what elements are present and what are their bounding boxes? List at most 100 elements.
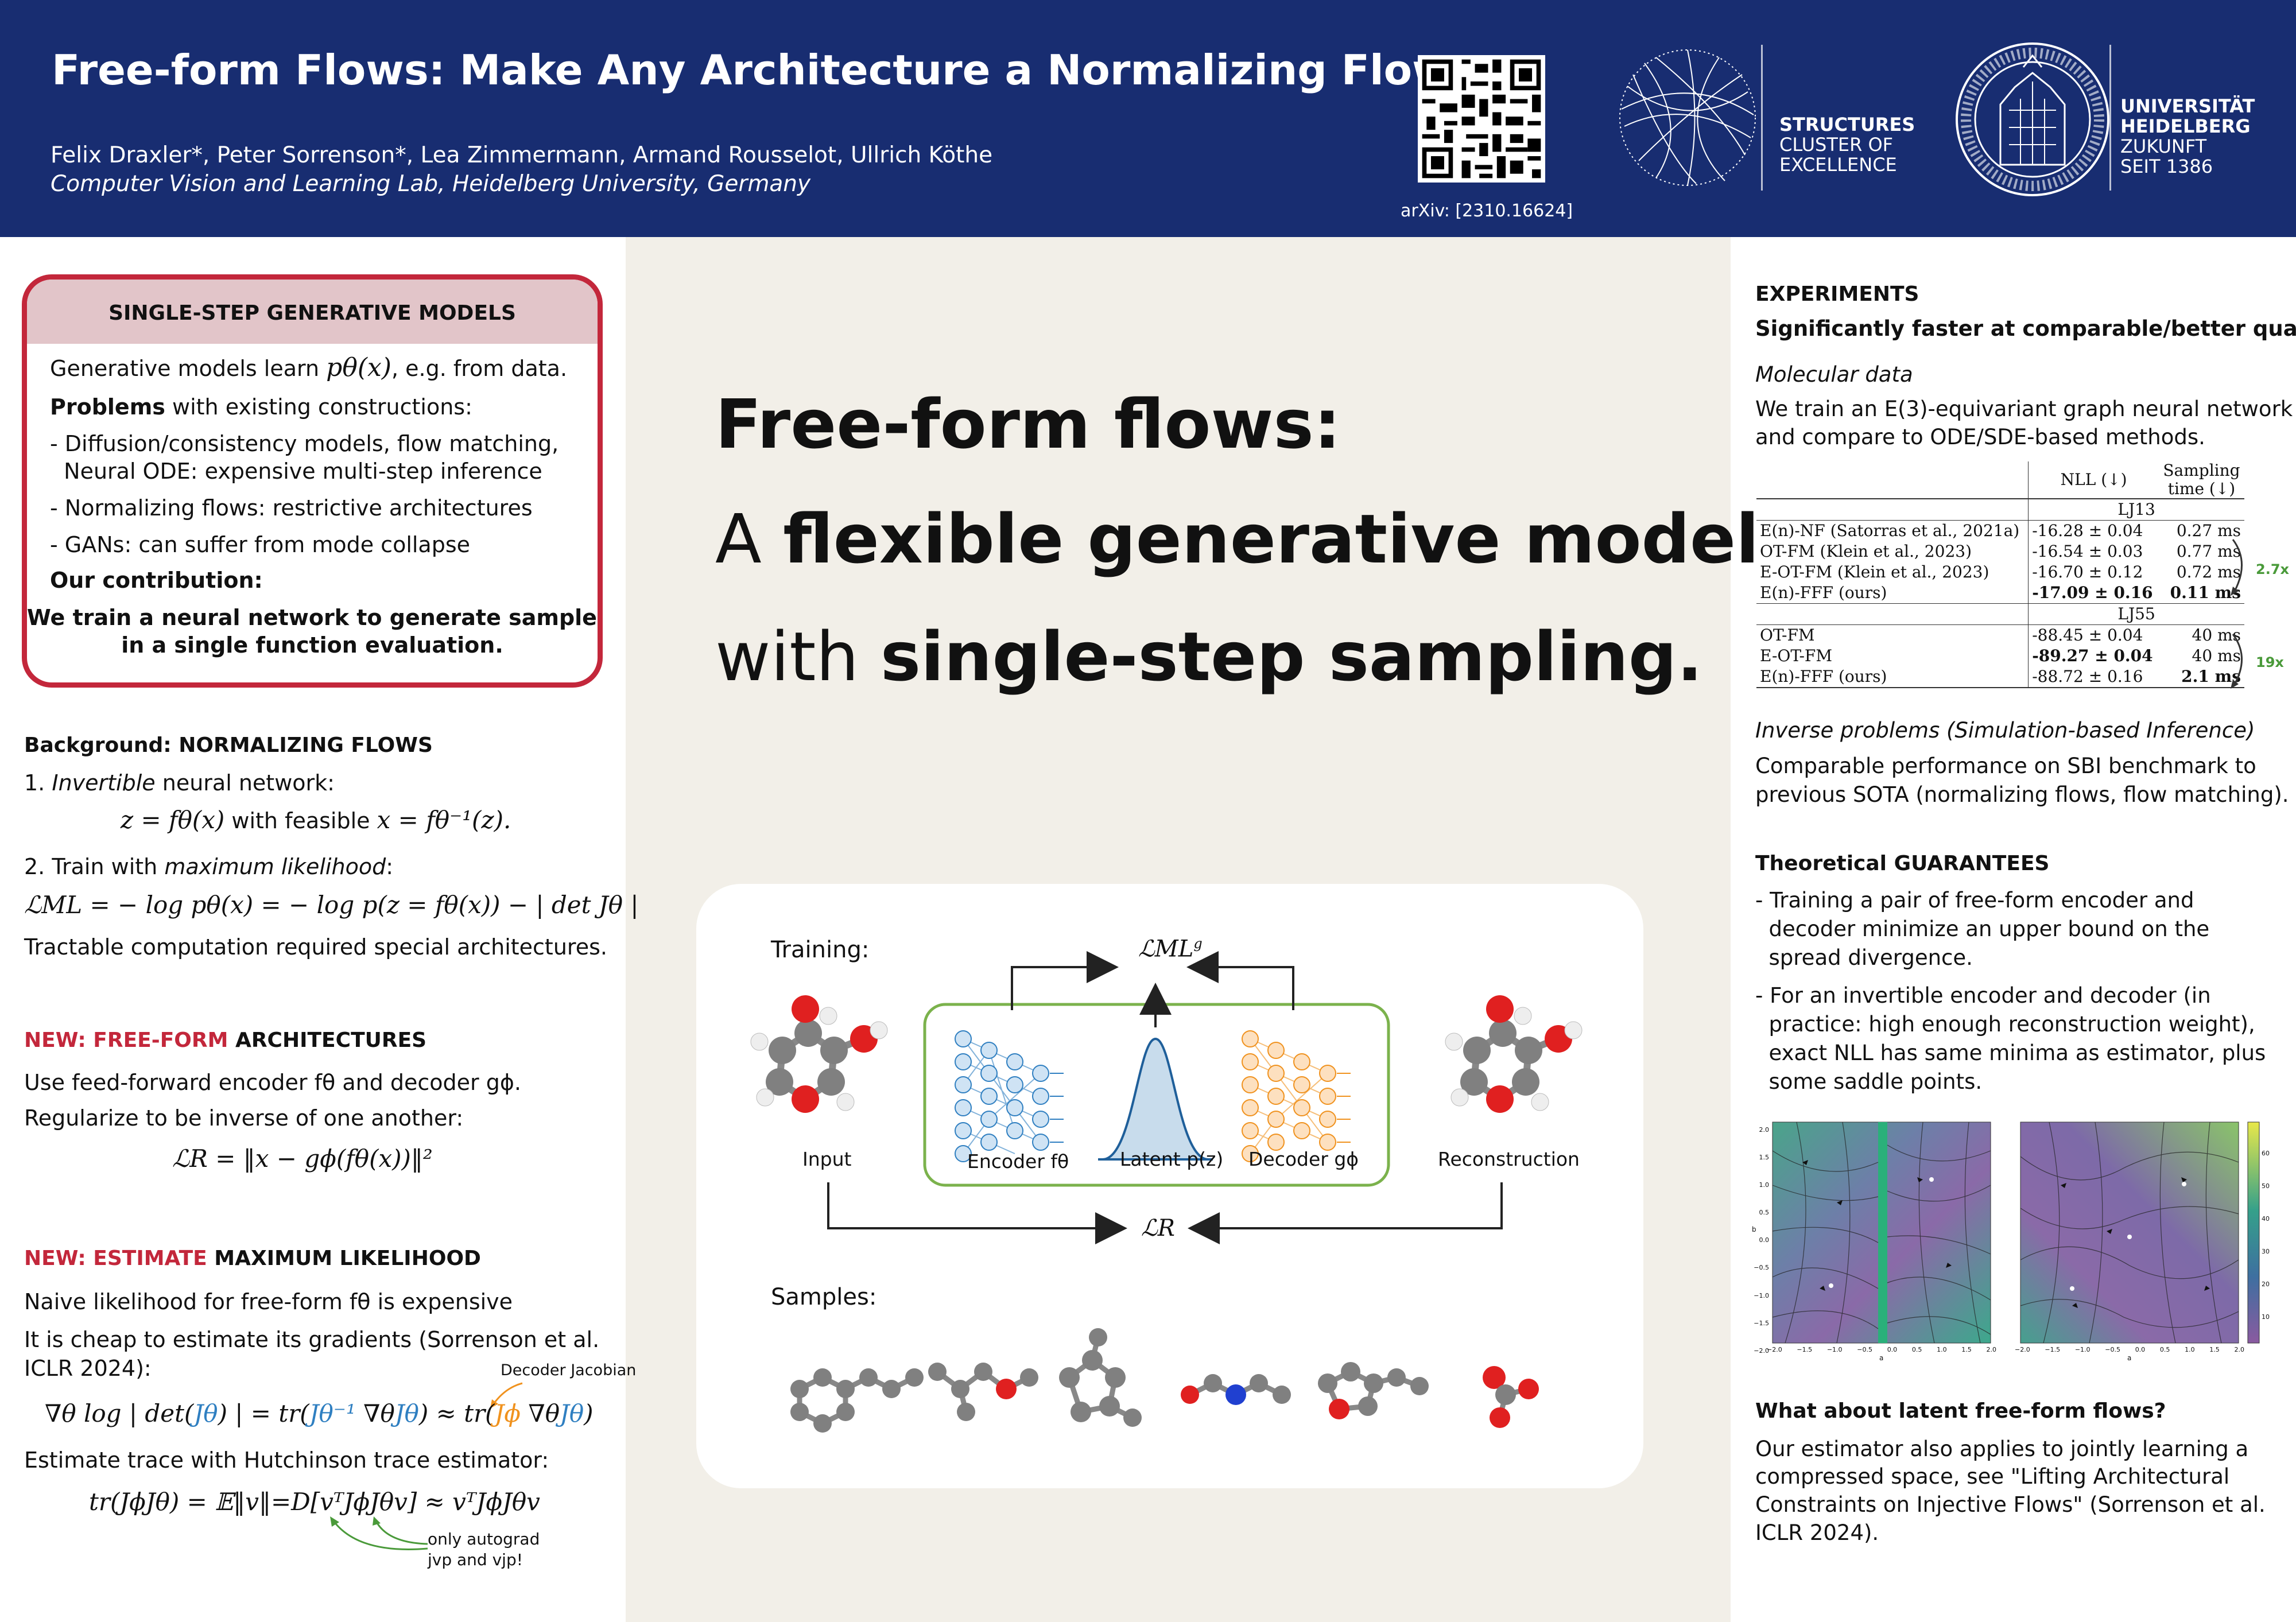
heidelberg-seal-icon	[1956, 42, 2109, 196]
eq-reconstruction-loss: ℒR = ‖x − gϕ(fθ(x))‖²	[172, 1144, 433, 1173]
cbar-tick: 10	[2262, 1313, 2270, 1321]
y-tick: −2.0	[1754, 1347, 1769, 1355]
step1-line: 1. Invertible neural network:	[24, 769, 335, 797]
group-label: LJ55	[2028, 603, 2244, 625]
speedup-lj55: 19x	[2256, 654, 2284, 670]
grad-jtheta3: Jθ	[559, 1399, 584, 1427]
cbar-tick: 50	[2262, 1182, 2270, 1190]
step2-italic: maximum likelihood	[164, 854, 386, 879]
x-tick: 2.0	[1986, 1346, 1997, 1353]
intro-math: pθ(x)	[326, 353, 391, 382]
input-label: Input	[802, 1148, 852, 1170]
background-title-a: Background:	[24, 734, 179, 757]
y-tick: 1.5	[1759, 1154, 1770, 1162]
x-tick: −0.5	[1857, 1346, 1872, 1353]
single-step-title: SINGLE-STEP GENERATIVE MODELS	[108, 301, 516, 325]
eq-hutchinson: tr(JϕJθ) = 𝔼‖v‖=D[vᵀJϕJθv] ≈ vᵀJϕJθv	[89, 1488, 540, 1516]
autograd-arrow-icon	[330, 1516, 428, 1550]
estimate-title-black: MAXIMUM LIKELIHOOD	[207, 1247, 481, 1270]
y-tick-labels: 2.0 1.5 1.0 0.5 0.0 −0.5 −1.0 −1.5 −2.0	[1751, 1116, 1769, 1365]
cbar-tick: 20	[2262, 1280, 2270, 1288]
affiliation: Computer Vision and Learning Lab, Heidel…	[51, 171, 811, 197]
latent-label: Latent p(z)	[1120, 1148, 1224, 1170]
time-cell: 0.77 ms	[2176, 542, 2241, 561]
structures-line1: STRUCTURES	[1779, 114, 1915, 135]
group-lj13: LJ13	[1756, 499, 2244, 521]
contribution-line2: in a single function evaluation.	[121, 632, 503, 658]
group-label: LJ13	[2028, 499, 2244, 521]
landscape-figure	[1772, 1122, 2260, 1344]
y-tick: 1.0	[1759, 1181, 1770, 1189]
method-figure-card: Training:	[696, 884, 1643, 1488]
molecular-line2: and compare to ODE/SDE-based methods.	[1755, 425, 2205, 449]
group-lj55: LJ55	[1756, 603, 2244, 625]
freeform-title-black: ARCHITECTURES	[228, 1029, 427, 1052]
colorbar-ticks: 60 50 40 30 20 10	[2262, 1137, 2270, 1333]
table-row: E(n)-NF (Satorras et al., 2021a)-16.28 ±…	[1756, 520, 2244, 541]
cbar-tick: 40	[2262, 1215, 2270, 1223]
y-tick: 0.0	[1759, 1236, 1770, 1244]
background-title-b: NORMALIZING FLOWS	[179, 734, 433, 757]
estimate-line4: Estimate trace with Hutchinson trace est…	[24, 1448, 549, 1473]
estimate-line2: It is cheap to estimate its gradients (S…	[24, 1327, 600, 1352]
speedup-lj13: 2.7x	[2256, 561, 2289, 577]
encoder-network-icon	[955, 1030, 1064, 1162]
estimate-line3: ICLR 2024):	[24, 1356, 152, 1381]
structures-line3: EXCELLENCE	[1779, 154, 1897, 176]
grad-jtheta: Jθ	[193, 1399, 218, 1427]
encoder-label: Encoder fθ	[967, 1150, 1069, 1173]
latent-line: Our estimator also applies to jointly le…	[1755, 1437, 2249, 1461]
latent-line: Constraints on Injective Flows" (Sorrens…	[1755, 1492, 2266, 1517]
input-molecule-icon	[750, 995, 888, 1113]
problems-rest: with existing constructions:	[165, 394, 472, 420]
step2-b: :	[386, 854, 394, 879]
logo-divider	[1761, 45, 1763, 191]
x-tick: 1.5	[2209, 1346, 2220, 1353]
x-tick: 2.0	[2234, 1346, 2245, 1353]
guarantee-line: decoder minimize an upper bound on the	[1755, 917, 2210, 941]
x-axis-label-right: a	[2127, 1354, 2132, 1362]
structures-network-icon	[1619, 49, 1756, 186]
guarantee-line: exact NLL has same minima as estimator, …	[1755, 1041, 2266, 1065]
nll-cell: -89.27 ± 0.04	[2028, 646, 2159, 666]
single-step-box-header	[27, 280, 598, 344]
x-tick: −2.0	[2015, 1346, 2030, 1353]
x-axis-label-left: a	[1879, 1354, 1884, 1362]
x-tick: 0.0	[1887, 1346, 1898, 1353]
experiments-title: EXPERIMENTS	[1755, 282, 1919, 306]
reconstruction-label: Reconstruction	[1438, 1148, 1580, 1170]
method-cell: E-OT-FM (Klein et al., 2023)	[1760, 562, 1989, 581]
headline-line3-b: single-step sampling.	[880, 617, 1703, 696]
landscape-axes: 2.0 1.5 1.0 0.5 0.0 −0.5 −1.0 −1.5 −2.0 …	[1751, 1116, 2270, 1363]
guarantee-line: - Training a pair of free-form encoder a…	[1755, 888, 2194, 913]
ml-loss-sup: g	[1193, 936, 1203, 952]
heidelberg-line2: HEIDELBERG	[2120, 115, 2251, 137]
structures-logo-text: STRUCTURES CLUSTER OF EXCELLENCE	[1779, 115, 1915, 175]
x-tick: 1.0	[2185, 1346, 2195, 1353]
molecular-line1: We train an E(3)-equivariant graph neura…	[1755, 397, 2293, 421]
autograd-line2: jvp and vjp!	[428, 1550, 523, 1569]
contribution-label: Our contribution:	[50, 568, 263, 593]
method-cell: E(n)-NF (Satorras et al., 2021a)	[1760, 521, 2020, 540]
step1-rest: neural network:	[155, 770, 335, 796]
decoder-jacobian-arrow-icon	[490, 1382, 523, 1408]
x-tick: 0.5	[1911, 1346, 1922, 1353]
intro-tail: , e.g. from data.	[391, 356, 568, 381]
qr-code-icon[interactable]	[1418, 55, 1545, 183]
decoder-jacobian-note: Decoder Jacobian	[501, 1361, 637, 1379]
x-tick: 0.5	[2159, 1346, 2170, 1353]
method-cell: E-OT-FM	[1760, 646, 1832, 665]
method-cell: OT-FM	[1760, 626, 1815, 645]
nll-cell: -16.70 ± 0.12	[2028, 562, 2159, 583]
training-diagram	[750, 951, 1583, 1433]
author-list: Felix Draxler*, Peter Sorrenson*, Lea Zi…	[51, 142, 993, 168]
estimate-title: NEW: ESTIMATE MAXIMUM LIKELIHOOD	[24, 1247, 481, 1270]
x-tick: −1.0	[2074, 1346, 2091, 1353]
eq-gradient-estimate: ∇θ log | det(Jθ) | = tr(Jθ⁻¹ ∇θJθ) ≈ tr(…	[45, 1399, 594, 1427]
y-tick: −1.5	[1754, 1319, 1769, 1327]
experiments-subtitle: Significantly faster at comparable/bette…	[1755, 315, 2296, 343]
x-tick: −1.5	[2045, 1346, 2061, 1353]
arxiv-id[interactable]: arXiv: [2310.16624]	[1401, 201, 1573, 221]
